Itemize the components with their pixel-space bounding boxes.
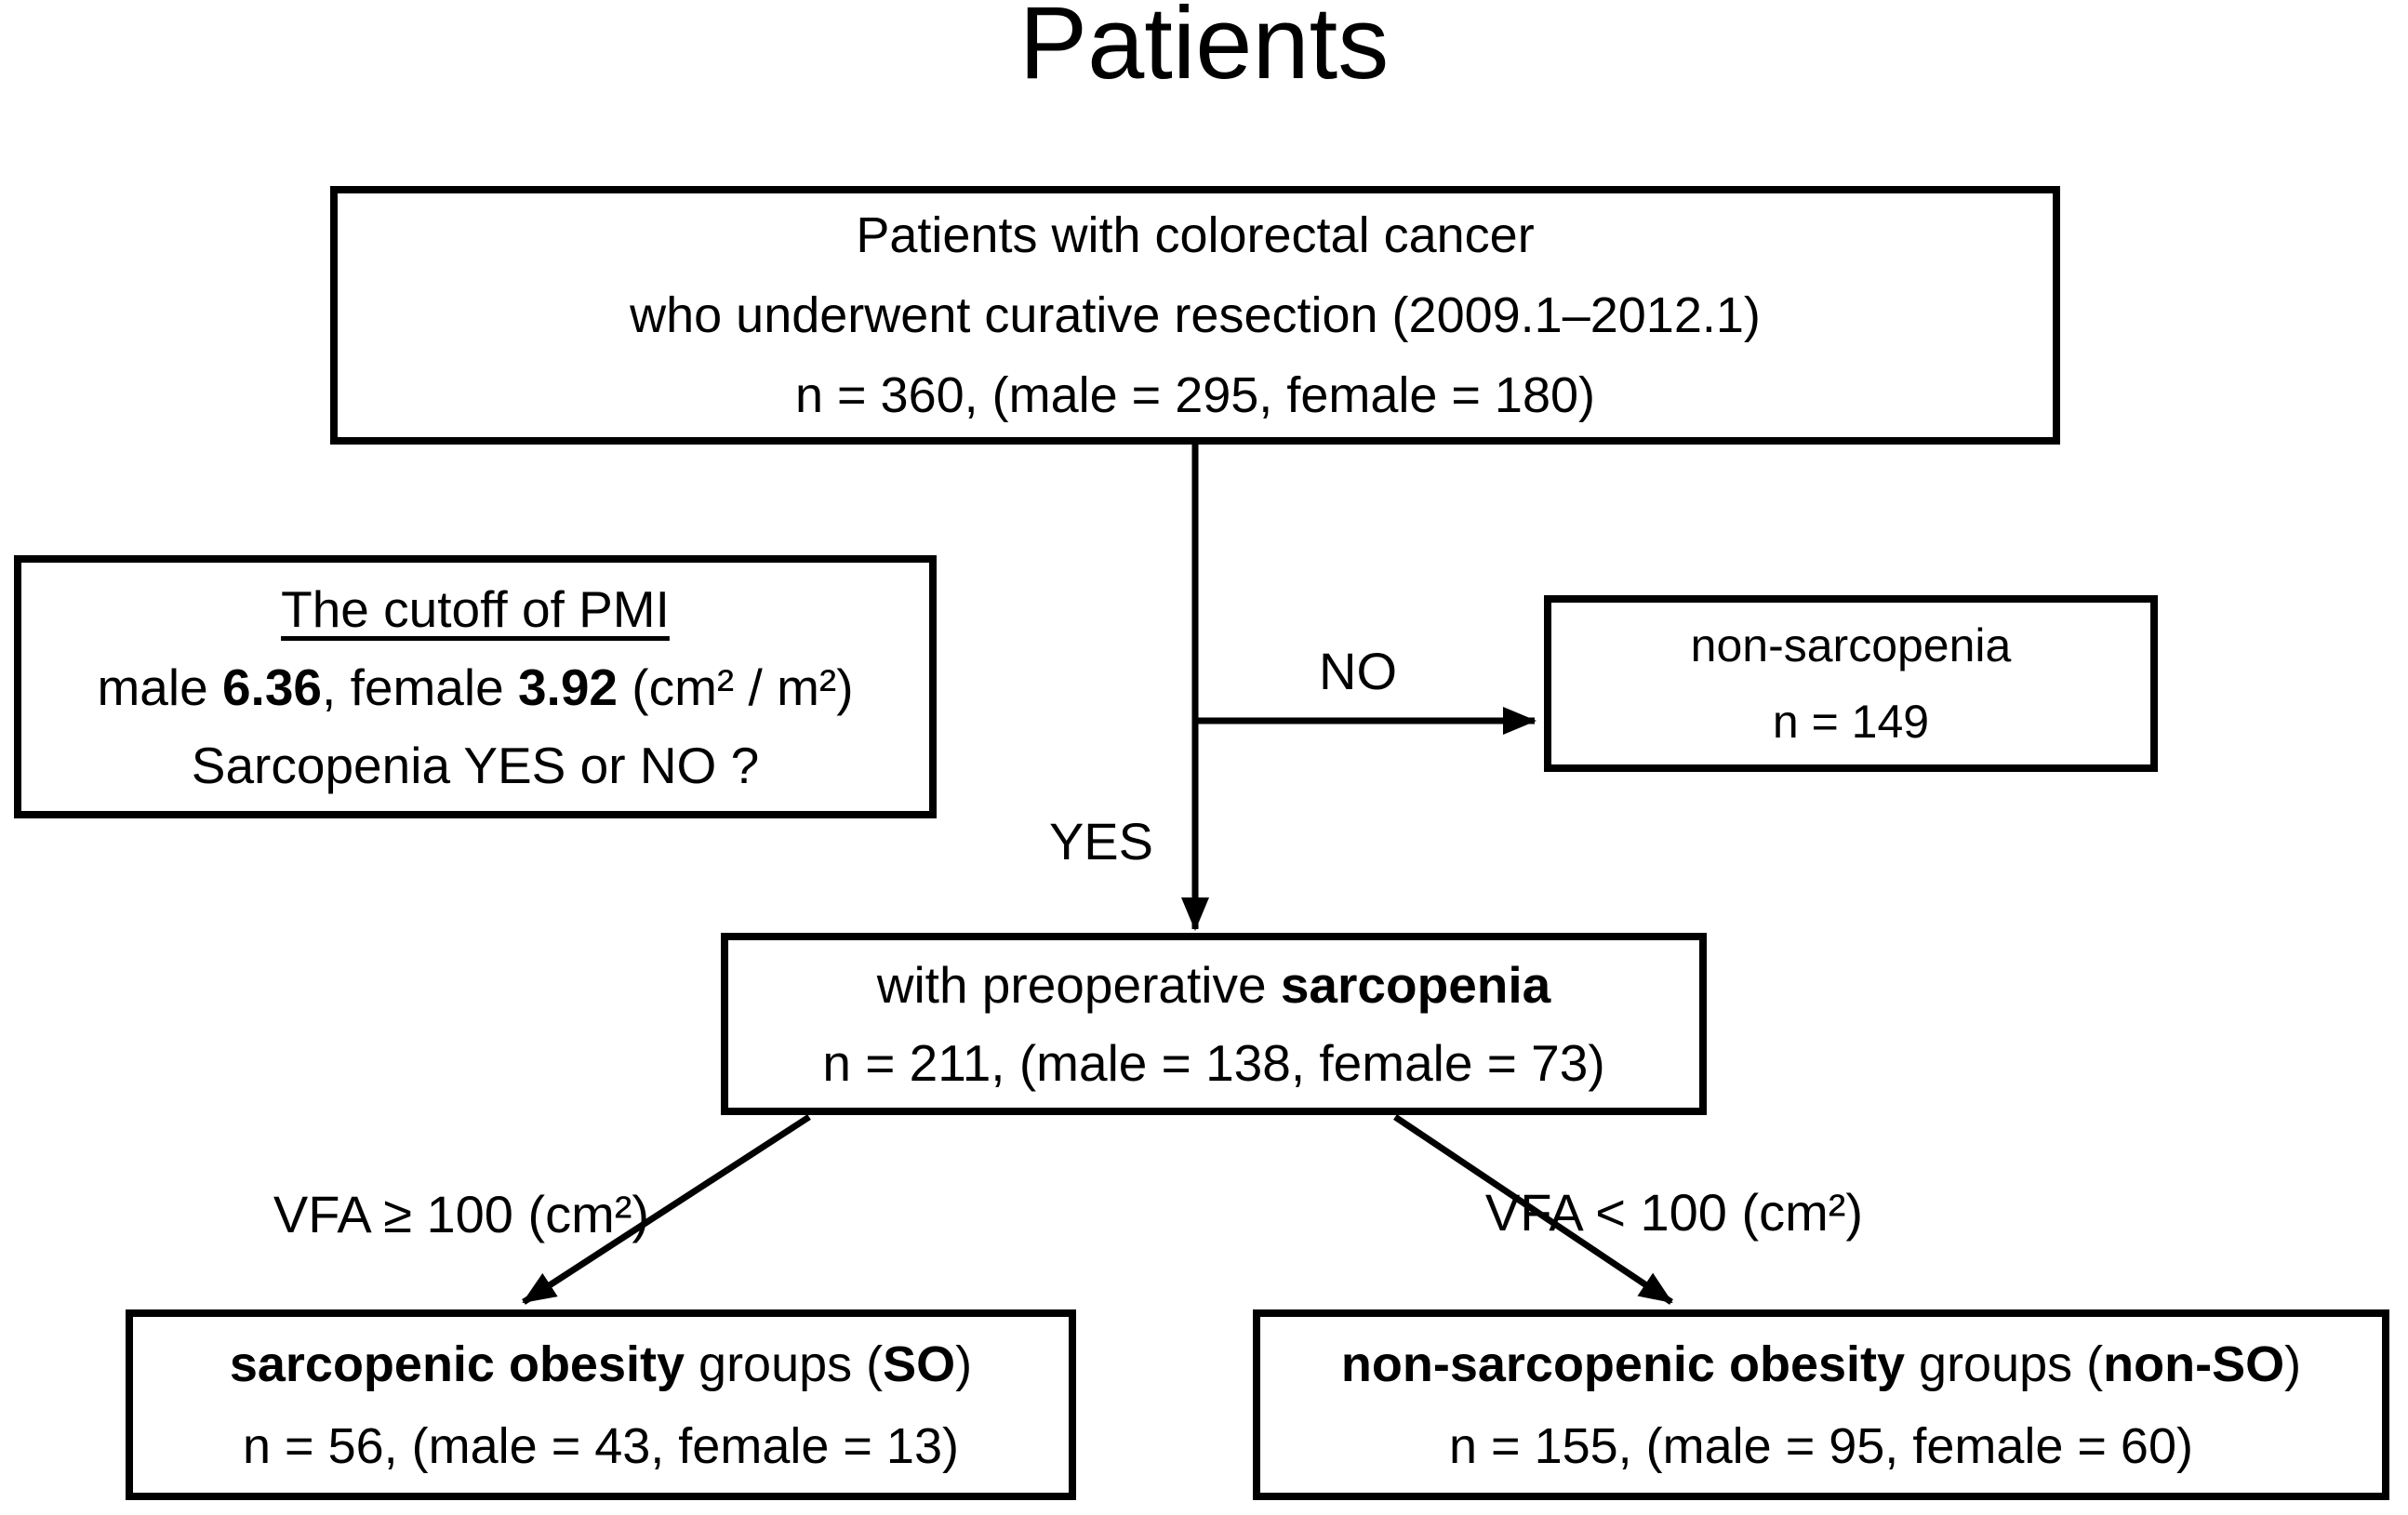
text-segment: 6.36 <box>221 658 323 716</box>
box-line: n = 211, (male = 138, female = 73) <box>822 1034 1605 1092</box>
box-patients-total: Patients with colorectal cancer who unde… <box>330 186 2060 445</box>
text-segment: ) <box>955 1336 973 1392</box>
text-segment: with preoperative <box>876 956 1281 1014</box>
box-non-sarcopenic-obesity: non-sarcopenic obesity groups (non-SO) n… <box>1253 1309 2389 1500</box>
text-segment: SO <box>883 1336 956 1392</box>
text-segment: (cm² / m²) <box>618 658 854 716</box>
box-line: with preoperative sarcopenia <box>728 946 1699 1024</box>
box-line: n = 360, (male = 295, female = 180) <box>794 367 1596 423</box>
diagram-title: Patients <box>1018 0 1390 100</box>
box-line: n = 149 <box>1772 696 1930 748</box>
text-segment: non-sarcopenic obesity <box>1340 1336 1906 1392</box>
pmi-cutoff-heading: The cutoff of PMI <box>281 579 670 638</box>
label-vfa-ge-100: VFA ≥ 100 (cm²) <box>273 1185 650 1243</box>
box-non-sarcopenia: non-sarcopenia n = 149 <box>1544 595 2158 772</box>
box-line: non-sarcopenia <box>1690 619 2012 671</box>
text-segment: groups ( <box>1905 1336 2104 1392</box>
label-vfa-lt-100: VFA < 100 (cm²) <box>1484 1183 1864 1242</box>
text-segment: non-SO <box>2103 1336 2285 1392</box>
text-segment: groups ( <box>685 1336 884 1392</box>
box-line: n = 155, (male = 95, female = 60) <box>1449 1417 2193 1474</box>
box-sarcopenic-obesity: sarcopenic obesity groups (SO) n = 56, (… <box>126 1309 1076 1500</box>
box-line: n = 56, (male = 43, female = 13) <box>243 1417 959 1474</box>
box-line: Patients with colorectal cancer <box>856 207 1535 263</box>
box-sarcopenia: with preoperative sarcopenia n = 211, (m… <box>721 933 1707 1115</box>
box-line: sarcopenic obesity groups (SO) <box>133 1323 1069 1405</box>
box-line: non-sarcopenic obesity groups (non-SO) <box>1260 1323 2382 1405</box>
label-yes: YES <box>1048 812 1153 870</box>
text-segment: 3.92 <box>517 658 618 716</box>
box-line: Sarcopenia YES or NO ? <box>191 736 760 794</box>
text-segment: ) <box>2284 1336 2302 1392</box>
label-no: NO <box>1319 642 1397 700</box>
box-line: male 6.36, female 3.92 (cm² / m²) <box>21 648 929 726</box>
text-segment: , female <box>322 658 518 716</box>
text-segment: sarcopenic obesity <box>229 1336 685 1392</box>
text-segment: sarcopenia <box>1280 956 1551 1014</box>
box-line: who underwent curative resection (2009.1… <box>630 287 1761 343</box>
text-segment: male <box>97 658 222 716</box>
box-pmi-cutoff: The cutoff of PMI male 6.36, female 3.92… <box>14 555 937 818</box>
